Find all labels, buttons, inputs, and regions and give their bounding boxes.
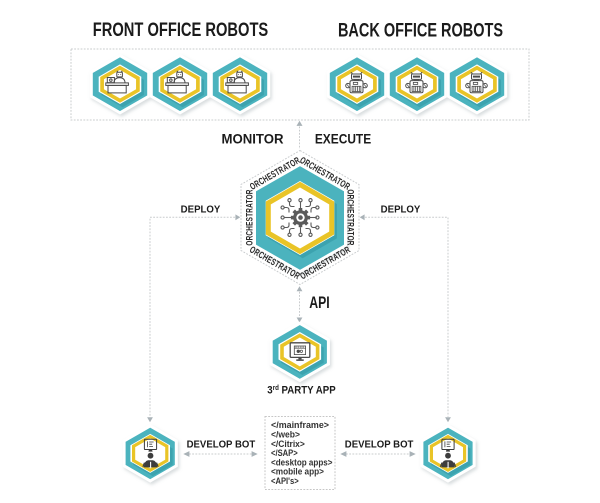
svg-text:DEVELOP BOT: DEVELOP BOT [187, 439, 256, 450]
svg-text:<desktop apps>: <desktop apps> [271, 457, 333, 468]
svg-text:ORCHESTRATOR: ORCHESTRATOR [345, 189, 356, 245]
svg-text:DEPLOY: DEPLOY [181, 204, 221, 215]
svg-text:DEVELOP BOT: DEVELOP BOT [345, 439, 414, 450]
svg-text:</mainframe>: </mainframe> [271, 420, 329, 430]
svg-text:<mobile app>: <mobile app> [271, 466, 324, 477]
svg-text:EXECUTE: EXECUTE [315, 131, 372, 147]
svg-text:DEPLOY: DEPLOY [381, 204, 421, 215]
svg-text:ORCHESTRATOR: ORCHESTRATOR [244, 189, 255, 245]
svg-text:</SAP>: </SAP> [271, 447, 298, 458]
svg-text:3rd PARTY APP: 3rd PARTY APP [267, 385, 335, 397]
svg-text:FRONT OFFICE ROBOTS: FRONT OFFICE ROBOTS [93, 18, 268, 41]
svg-text:</Citrix>: </Citrix> [271, 438, 305, 448]
svg-text:API: API [309, 294, 329, 312]
svg-text:<API's>: <API's> [271, 475, 299, 486]
svg-text:BACK OFFICE ROBOTS: BACK OFFICE ROBOTS [338, 18, 503, 41]
svg-text:MONITOR: MONITOR [221, 131, 283, 147]
svg-text:</web>: </web> [271, 429, 300, 439]
